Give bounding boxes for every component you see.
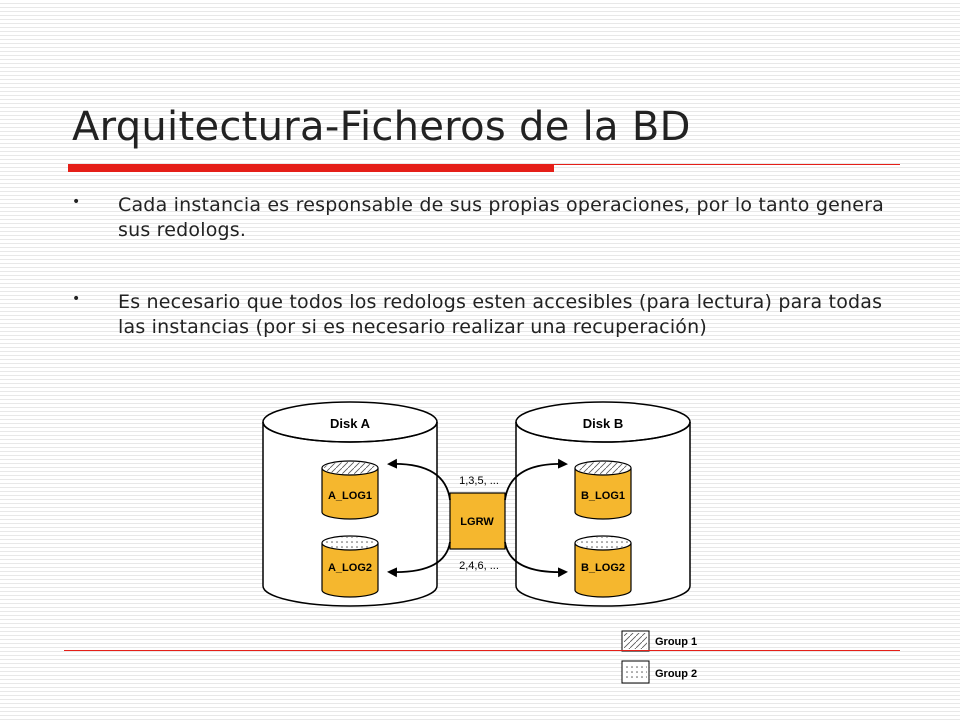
log-a1: A_LOG1 — [322, 461, 378, 519]
legend-item: Group 2 — [622, 661, 697, 683]
log-b2-label: B_LOG2 — [581, 562, 625, 574]
log-b1: B_LOG1 — [575, 461, 631, 519]
group1-swatch — [624, 633, 647, 649]
legend: Group 1 Group 2 — [622, 631, 697, 683]
disk-b-label: Disk B — [583, 416, 623, 431]
legend-group2-label: Group 2 — [655, 668, 697, 680]
sequence-odd-label: 1,3,5, ... — [459, 475, 499, 487]
legend-group1-label: Group 1 — [655, 636, 697, 648]
log-a2-label: A_LOG2 — [328, 562, 372, 574]
lgrw-label: LGRW — [460, 516, 494, 528]
log-a2: A_LOG2 — [322, 536, 378, 597]
group2-swatch — [624, 663, 647, 681]
log-b2: B_LOG2 — [575, 536, 631, 597]
footer-rule — [64, 650, 900, 651]
lgrw-process: LGRW — [450, 493, 505, 549]
sequence-even-label: 2,4,6, ... — [459, 560, 499, 572]
log-a1-label: A_LOG1 — [328, 490, 372, 502]
log-b1-label: B_LOG1 — [581, 490, 625, 502]
disk-a-label: Disk A — [330, 416, 371, 431]
legend-item: Group 1 — [622, 631, 697, 651]
